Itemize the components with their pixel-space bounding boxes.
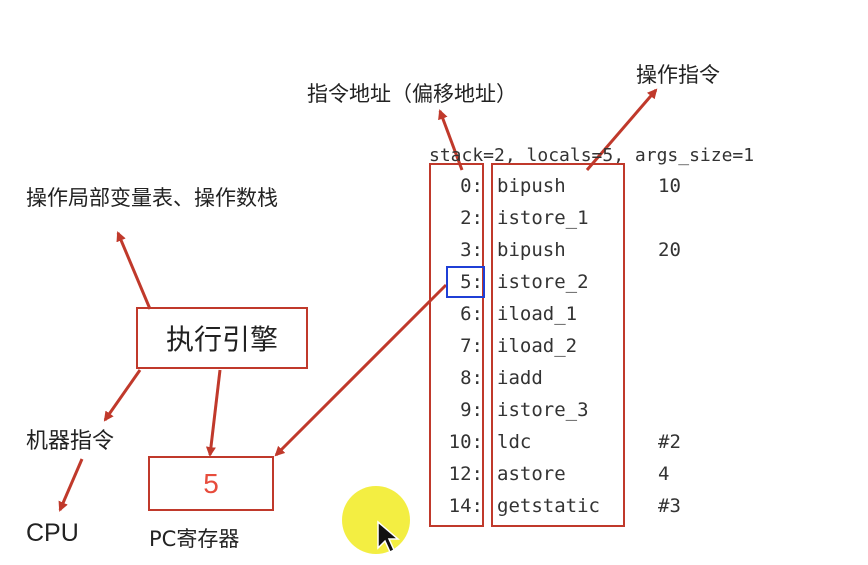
locals-stack-label: 操作局部变量表、操作数栈 xyxy=(26,186,278,210)
mouse-cursor-icon xyxy=(377,520,400,554)
bytecode-op: ldc xyxy=(497,431,532,453)
opcode-label: 操作指令 xyxy=(636,63,720,87)
arrow-engine-to-pc xyxy=(205,369,222,457)
pc-register-box: 5 xyxy=(148,456,274,511)
opcode-column-box xyxy=(491,163,625,527)
bytecode-addr: 2: xyxy=(460,207,483,229)
bytecode-arg: #3 xyxy=(658,495,681,517)
bytecode-op: iload_2 xyxy=(497,335,578,357)
bytecode-addr: 7: xyxy=(460,335,483,357)
bytecode-arg: 10 xyxy=(658,175,681,197)
bytecode-op: bipush xyxy=(497,175,566,197)
bytecode-addr: 12: xyxy=(448,463,483,485)
bytecode-op: istore_2 xyxy=(497,271,589,293)
bytecode-addr: 8: xyxy=(460,367,483,389)
execution-engine-box: 执行引擎 xyxy=(136,307,308,369)
cursor-highlight xyxy=(342,486,410,554)
current-address-highlight xyxy=(446,266,485,298)
bytecode-addr: 9: xyxy=(460,399,483,421)
pc-register-label: PC寄存器 xyxy=(149,527,240,551)
bytecode-op: bipush xyxy=(497,239,566,261)
arrow-addr-to-pc xyxy=(274,283,448,457)
bytecode-op: astore xyxy=(497,463,566,485)
machine-instr-label: 机器指令 xyxy=(26,429,115,454)
cpu-label: CPU xyxy=(26,519,79,547)
bytecode-op: iadd xyxy=(497,367,543,389)
bytecode-arg: #2 xyxy=(658,431,681,453)
bytecode-op: iload_1 xyxy=(497,303,578,325)
bytecode-op: istore_3 xyxy=(497,399,589,421)
arrow-machine-to-cpu xyxy=(58,458,84,512)
bytecode-op: istore_1 xyxy=(497,207,589,229)
bytecode-addr: 0: xyxy=(460,175,483,197)
address-column-box xyxy=(429,163,484,527)
address-label: 指令地址（偏移地址） xyxy=(307,82,517,106)
bytecode-addr: 6: xyxy=(460,303,483,325)
bytecode-addr: 3: xyxy=(460,239,483,261)
bytecode-arg: 4 xyxy=(658,463,670,485)
bytecode-addr: 14: xyxy=(448,495,483,517)
bytecode-arg: 20 xyxy=(658,239,681,261)
bytecode-addr: 5: xyxy=(460,271,483,293)
bytecode-addr: 10: xyxy=(448,431,483,453)
bytecode-op: getstatic xyxy=(497,495,600,517)
arrow-to-opcode-label xyxy=(585,88,658,171)
arrow-engine-to-machine xyxy=(103,369,142,422)
method-header-line: stack=2, locals=5, args_size=1 xyxy=(429,145,755,166)
arrow-to-address-label xyxy=(438,109,464,171)
arrow-engine-to-locals xyxy=(116,231,152,310)
execution-engine-label: 执行引擎 xyxy=(165,323,278,356)
pc-register-value: 5 xyxy=(203,467,219,499)
